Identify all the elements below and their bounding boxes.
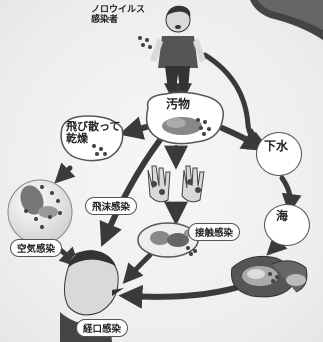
arrow-scatter-to-bubble bbox=[54, 162, 76, 184]
virus-dots-scatter bbox=[92, 144, 108, 158]
label-droplet-infection: 飛沫感染 bbox=[85, 197, 138, 215]
label-sewage: 下水 bbox=[264, 139, 289, 153]
virus-dots-food bbox=[186, 246, 200, 256]
virus-dots-person bbox=[138, 36, 152, 50]
virus-dots-contaminant bbox=[196, 118, 212, 136]
arrow-contaminant-to-face bbox=[99, 137, 163, 247]
scatter-dried-bubble bbox=[60, 115, 124, 162]
label-contact-infection: 接触感染 bbox=[188, 223, 241, 241]
arrow-contaminant-to-sewage bbox=[219, 125, 267, 152]
label-sea: 海 bbox=[276, 209, 289, 223]
label-scattered-dried: 飛び散って 乾燥 bbox=[66, 120, 121, 146]
sewage-bubble bbox=[256, 132, 302, 176]
label-oral-infection: 経口感染 bbox=[76, 319, 129, 337]
contaminated-hands-illustration bbox=[147, 165, 205, 203]
virus-dots-shellfish bbox=[268, 272, 282, 284]
airborne-bubble bbox=[7, 179, 73, 245]
label-contaminant: 汚物 bbox=[166, 97, 191, 111]
label-airborne-infection: 空気感染 bbox=[10, 239, 63, 257]
virus-dots-bubble bbox=[20, 185, 64, 231]
arrow-sewage-to-sea bbox=[279, 175, 302, 214]
label-infected-person: ノロウイルス 感染者 bbox=[91, 5, 146, 25]
food-plate-illustration bbox=[137, 222, 199, 258]
shellfish-illustration bbox=[230, 255, 308, 298]
arrow-food-to-face bbox=[122, 252, 153, 285]
contaminant-bubble bbox=[145, 91, 224, 145]
sea-bubble bbox=[264, 204, 310, 246]
arrow-contaminant-to-scatter bbox=[118, 116, 153, 140]
infected-person-illustration bbox=[150, 5, 206, 90]
arrow-shellfish-to-face bbox=[118, 282, 248, 309]
